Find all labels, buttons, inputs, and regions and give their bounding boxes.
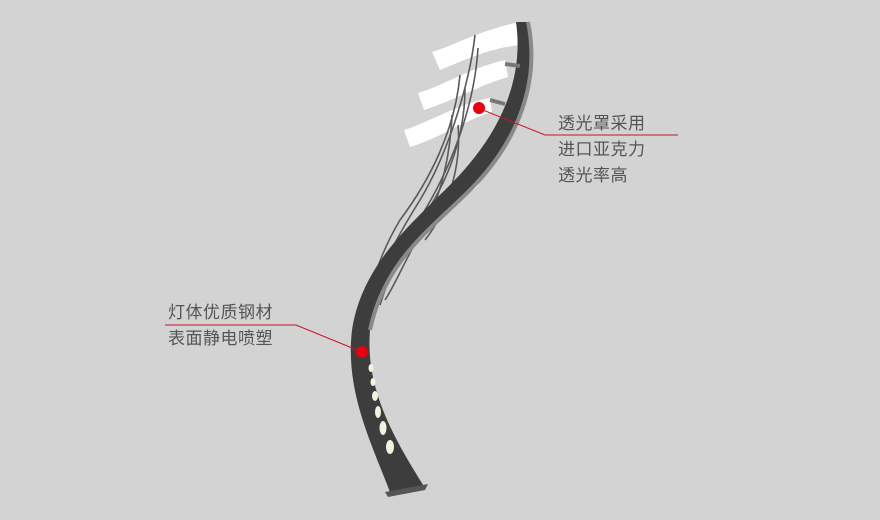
annotation-line: 进口亚克力 — [558, 140, 646, 160]
pole-base — [385, 484, 428, 497]
annotation-line: 透光罩采用 — [558, 114, 646, 134]
annotation-line: 表面静电喷塑 — [168, 329, 273, 349]
body-annotation: 灯体优质钢材 表面静电喷塑 — [168, 300, 273, 352]
shade-annotation: 透光罩采用 进口亚克力 透光率高 — [558, 111, 646, 189]
acrylic-shades — [404, 22, 520, 194]
body-marker-dot — [356, 346, 368, 358]
annotation-line: 灯体优质钢材 — [168, 303, 273, 323]
lamp-pole — [350, 22, 532, 492]
pole-highlight — [368, 21, 534, 331]
body-leader-line — [165, 324, 363, 353]
annotation-line: 透光率高 — [558, 166, 628, 186]
shade-arms — [489, 62, 521, 106]
shade-marker-dot — [473, 102, 485, 114]
led-lights — [368, 364, 394, 454]
shade-leader-line — [477, 107, 678, 136]
